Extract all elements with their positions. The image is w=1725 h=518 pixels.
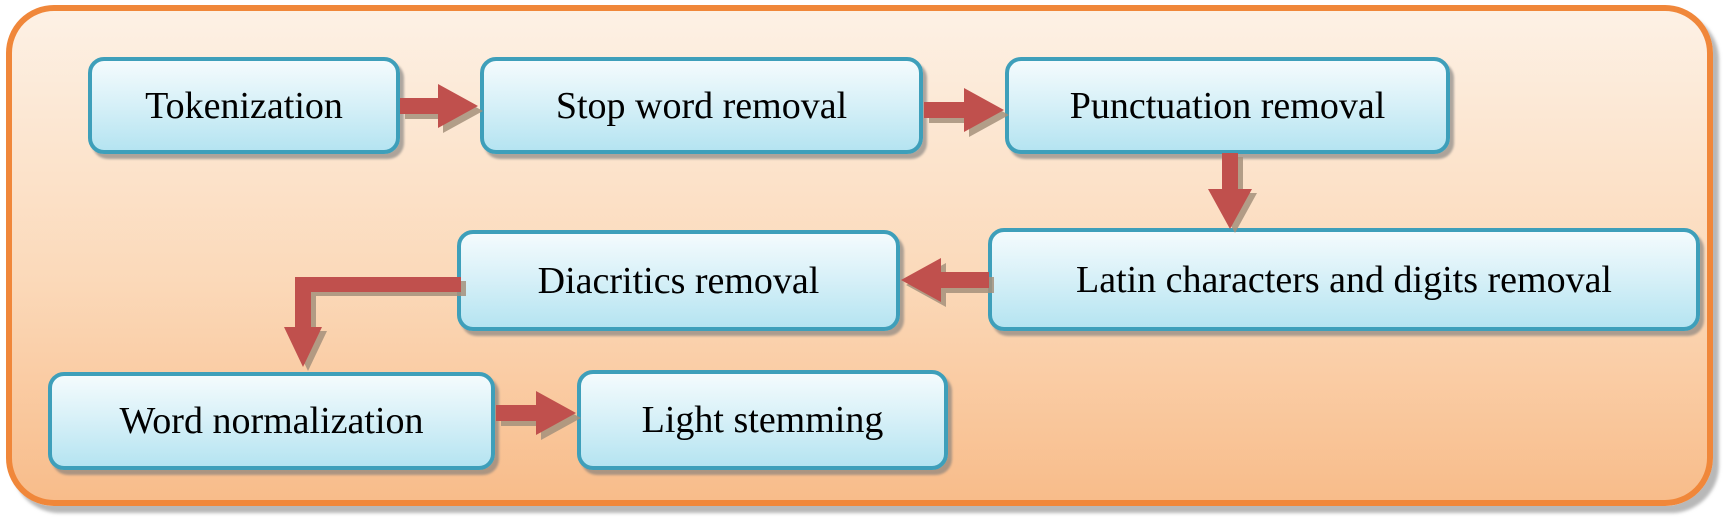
node-light-stemming: Light stemming — [577, 370, 948, 470]
node-latin-chars-digits-removal: Latin characters and digits removal — [988, 228, 1700, 331]
node-stop-word-removal-label: Stop word removal — [555, 84, 848, 127]
arrow-right-icon — [400, 78, 483, 134]
arrow-right-icon — [496, 385, 581, 441]
arrow-elbow-down-icon — [284, 277, 466, 371]
node-punctuation-removal-label: Punctuation removal — [1069, 84, 1386, 127]
node-word-normalization-label: Word normalization — [119, 400, 424, 442]
node-tokenization: Tokenization — [88, 57, 400, 154]
node-stop-word-removal: Stop word removal — [480, 57, 923, 154]
arrow-down-icon — [1202, 153, 1258, 233]
arrow-left-icon — [901, 252, 994, 308]
node-punctuation-removal: Punctuation removal — [1005, 57, 1450, 154]
node-word-normalization: Word normalization — [48, 372, 495, 470]
node-diacritics-removal-label: Diacritics removal — [537, 259, 820, 302]
arrow-right-icon — [924, 82, 1009, 138]
node-diacritics-removal: Diacritics removal — [457, 230, 900, 331]
node-light-stemming-label: Light stemming — [641, 399, 884, 441]
node-tokenization-label: Tokenization — [145, 84, 343, 127]
node-latin-chars-digits-removal-label: Latin characters and digits removal — [1075, 258, 1612, 301]
